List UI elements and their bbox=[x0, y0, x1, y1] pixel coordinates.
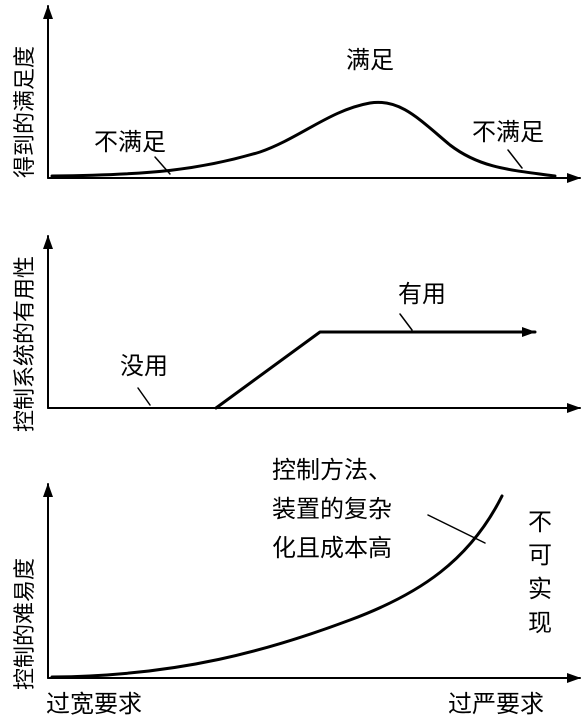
leader-useful bbox=[399, 313, 413, 331]
annotation-line-1: 控制方法、 bbox=[272, 456, 392, 484]
satisfaction-curve bbox=[50, 100, 557, 178]
label-unsatisfied-left: 不满足 bbox=[94, 128, 166, 156]
panel-satisfaction: 得到的满足度 不满足 满足 不满足 bbox=[13, 5, 581, 183]
panel-usefulness: 控制系统的有用性 没用 有用 bbox=[13, 235, 581, 432]
leader-right-unsatisfied bbox=[507, 149, 523, 169]
x-label-left: 过宽要求 bbox=[46, 690, 142, 718]
y-axis-label-difficulty: 控制的难易度 bbox=[13, 558, 38, 690]
label-useful: 有用 bbox=[398, 280, 446, 308]
label-satisfied-peak: 满足 bbox=[346, 46, 394, 74]
panel-difficulty: 控制的难易度 控制方法、 装置的复杂 化且成本高 不 可 实 现 bbox=[13, 456, 581, 690]
leader-left-unsatisfied bbox=[154, 156, 171, 175]
difficulty-curve bbox=[50, 494, 504, 679]
label-useless: 没用 bbox=[120, 352, 168, 380]
usefulness-curve bbox=[214, 327, 537, 410]
label-unsatisfied-right: 不满足 bbox=[472, 118, 544, 146]
note-char-1: 不 bbox=[528, 508, 552, 536]
annotation-line-3: 化且成本高 bbox=[272, 534, 392, 562]
x-label-right: 过严要求 bbox=[448, 690, 544, 718]
leader-useless bbox=[137, 387, 151, 406]
note-char-3: 实 bbox=[528, 575, 552, 603]
y-axis-label-satisfaction: 得到的满足度 bbox=[13, 46, 38, 178]
note-char-4: 现 bbox=[528, 609, 552, 637]
annotation-line-2: 装置的复杂 bbox=[272, 495, 392, 523]
y-axis-label-usefulness: 控制系统的有用性 bbox=[13, 256, 38, 432]
note-char-2: 可 bbox=[528, 541, 552, 569]
leader-complexity bbox=[427, 514, 486, 544]
